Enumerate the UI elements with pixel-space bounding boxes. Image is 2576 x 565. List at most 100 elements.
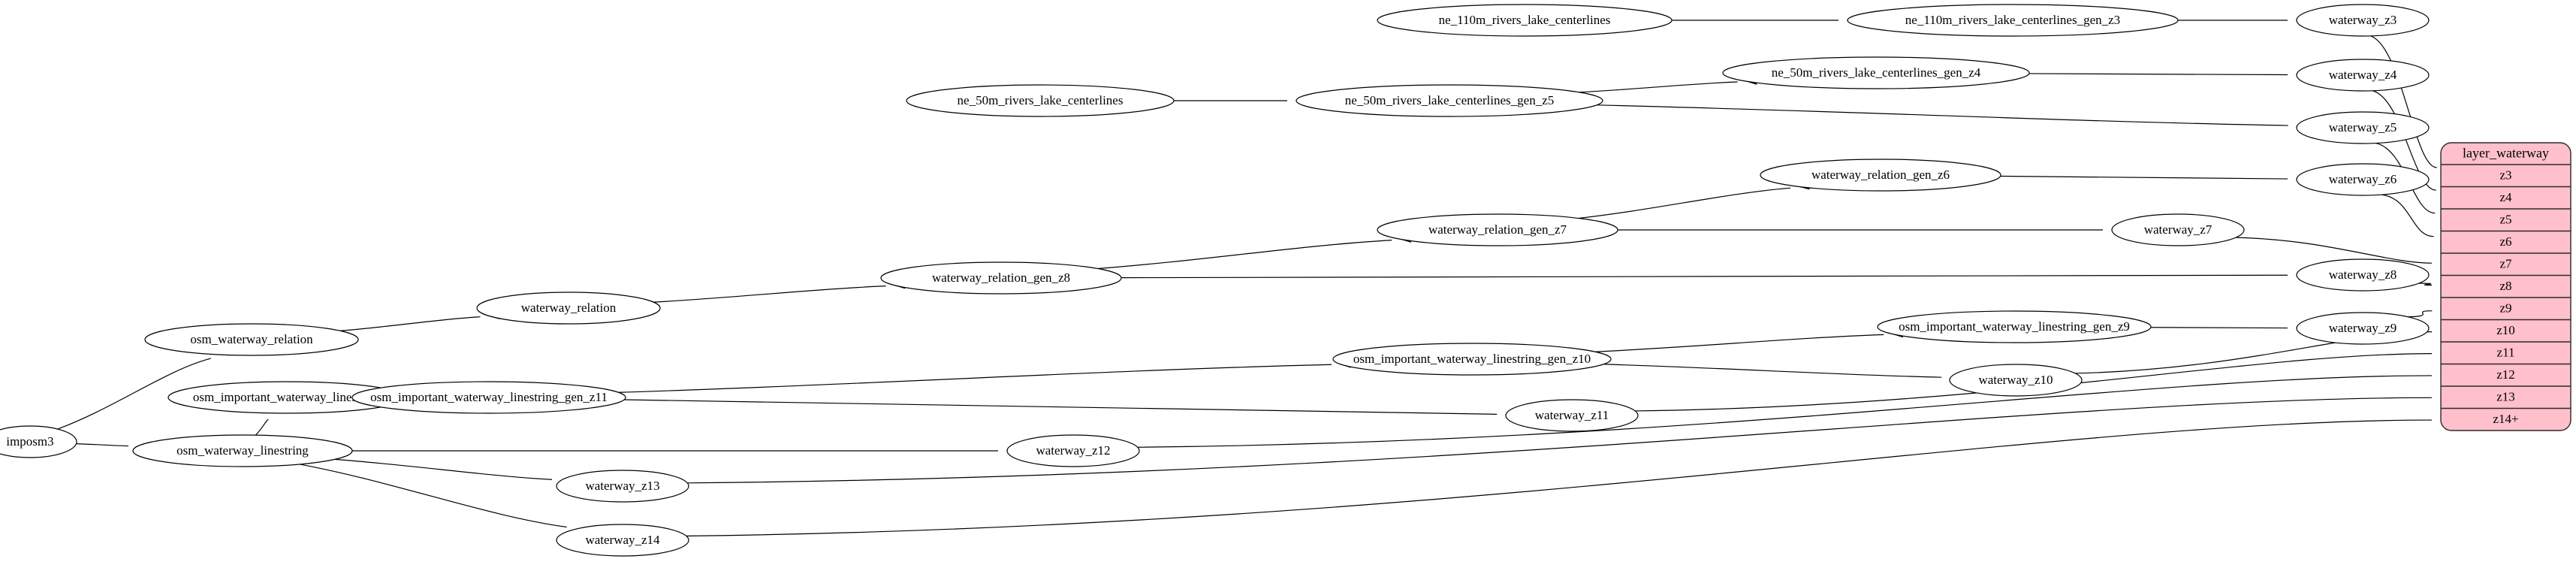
node-label: waterway_z9 [2329, 321, 2397, 335]
edge-waterway_relation_gen_z6-to-waterway_z6 [2000, 175, 2307, 183]
edge-line [300, 464, 567, 528]
node-imposm3[interactable]: imposm3 [0, 425, 77, 458]
node-ne_110m_rivers_lake_centerlines[interactable]: ne_110m_rivers_lake_centerlines [1377, 4, 1673, 37]
table-row-z12[interactable]: z12 [2496, 367, 2515, 382]
edge-waterway_relation-to-waterway_relation_gen_z8 [653, 281, 906, 303]
node-shape [880, 261, 1122, 295]
node-label: ne_110m_rivers_lake_centerlines [1439, 13, 1611, 27]
node-shape [144, 323, 359, 356]
edge-line [1579, 187, 1791, 219]
node-ne_50m_rivers_lake_centerlines_gen_z5[interactable]: ne_50m_rivers_lake_centerlines_gen_z5 [1296, 84, 1603, 117]
layer-waterway-table: layer_waterway z3 z4 z5 z6 z7 z8 z9 z10 z11 z12 z13… [2440, 142, 2571, 431]
table-row-z4[interactable]: z4 [2499, 190, 2512, 204]
node-waterway_z4[interactable]: waterway_z4 [2296, 59, 2430, 92]
table-row-z8[interactable]: z8 [2499, 279, 2511, 293]
node-osm_waterway_linestring[interactable]: osm_waterway_linestring [132, 434, 353, 467]
node-label: osm_important_waterway_linestring_gen_z9 [1899, 319, 2130, 334]
edge-waterway_z3-to-layer_waterway-z3 [2370, 35, 2452, 183]
node-waterway_z9[interactable]: waterway_z9 [2296, 312, 2430, 345]
node-waterway_z11[interactable]: waterway_z11 [1505, 399, 1639, 432]
node-osm_important_waterway_linestring_gen_z9[interactable]: osm_important_waterway_linestring_gen_z9 [1877, 310, 2152, 343]
node-shape [0, 425, 77, 458]
edge-line [624, 399, 1498, 415]
node-waterway_relation_gen_z6[interactable]: waterway_relation_gen_z6 [1760, 159, 2001, 192]
node-shape [2296, 111, 2430, 144]
edge-osm_important_waterway_linestring_gen_z11-to-waterway_z11 [624, 399, 1516, 418]
node-waterway_relation[interactable]: waterway_relation [476, 292, 661, 325]
node-label: waterway_z6 [2329, 172, 2397, 186]
node-ne_50m_rivers_lake_centerlines[interactable]: ne_50m_rivers_lake_centerlines [906, 84, 1175, 117]
edges-layer [57, 16, 2452, 536]
layer-waterway-record[interactable]: layer_waterway z3 z4 z5 z6 z7 z8 z9 z10 z11 z12 z13… [2440, 142, 2571, 431]
node-label: osm_waterway_linestring [176, 443, 309, 458]
edge-line [687, 397, 2433, 484]
node-label: waterway_z4 [2329, 68, 2397, 82]
node-shape [906, 84, 1175, 117]
node-osm_important_waterway_linestring_gen_z10[interactable]: osm_important_waterway_linestring_gen_z1… [1332, 343, 1612, 376]
edge-waterway_relation_gen_z8-to-waterway_z8 [1121, 271, 2307, 279]
node-shape [1006, 434, 1140, 467]
edge-line [255, 419, 269, 436]
node-shape [1377, 4, 1673, 37]
node-label: waterway_relation [521, 301, 617, 315]
table-row-z7[interactable]: z7 [2499, 257, 2512, 271]
node-shape [2296, 4, 2430, 37]
edge-line [686, 419, 2433, 536]
edge-osm_waterway_linestring-to-waterway_z13 [334, 458, 572, 485]
edge-line [1594, 334, 1884, 352]
table-row-z13[interactable]: z13 [2496, 390, 2515, 404]
node-shape [1949, 364, 2083, 397]
node-waterway_relation_gen_z7[interactable]: waterway_relation_gen_z7 [1377, 213, 1618, 246]
node-osm_important_waterway_linestring_gen_z11[interactable]: osm_important_waterway_linestring_gen_z1… [351, 381, 626, 414]
edge-waterway_z14-to-layer_waterway-z14- [686, 415, 2451, 536]
edge-ne_50m_rivers_lake_centerlines_gen_z4-to-waterway_z4 [2029, 71, 2307, 79]
node-label: waterway_z13 [585, 479, 659, 493]
node-osm_important_waterway_linestring[interactable]: osm_important_waterway_linestring [167, 381, 406, 414]
edge-osm_important_waterway_linestring_gen_z9-to-waterway_z9 [2150, 324, 2307, 332]
node-waterway_z13[interactable]: waterway_z13 [556, 470, 689, 503]
node-label: ne_50m_rivers_lake_centerlines_gen_z4 [1772, 65, 1981, 80]
edge-osm_important_waterway_linestring_gen_z10-to-waterway_z10 [1603, 364, 1961, 382]
edge-ne_110m_rivers_lake_centerlines_gen_z3-to-waterway_z3 [2178, 16, 2307, 25]
table-row-z3[interactable]: z3 [2499, 168, 2511, 183]
layer-waterway-title: layer_waterway [2463, 146, 2549, 161]
edge-line [1097, 240, 1392, 270]
table-row-z9[interactable]: z9 [2499, 301, 2511, 316]
node-waterway_z3[interactable]: waterway_z3 [2296, 4, 2430, 37]
node-ne_110m_rivers_lake_centerlines_gen_z3[interactable]: ne_110m_rivers_lake_centerlines_gen_z3 [1847, 4, 2179, 37]
node-waterway_z8[interactable]: waterway_z8 [2296, 258, 2430, 292]
table-row-z14plus[interactable]: z14+ [2493, 412, 2518, 426]
node-waterway_relation_gen_z8[interactable]: waterway_relation_gen_z8 [880, 261, 1122, 295]
node-waterway_z10[interactable]: waterway_z10 [1949, 364, 2083, 397]
node-ne_50m_rivers_lake_centerlines_gen_z4[interactable]: ne_50m_rivers_lake_centerlines_gen_z4 [1722, 56, 2030, 89]
table-row-z10[interactable]: z10 [2496, 323, 2515, 337]
node-shape [1377, 213, 1618, 246]
node-label: waterway_relation_gen_z7 [1428, 222, 1567, 237]
node-label: osm_important_waterway_linestring_gen_z1… [370, 390, 608, 404]
edge-line [2029, 73, 2288, 76]
node-label: waterway_z7 [2144, 222, 2213, 237]
node-osm_waterway_relation[interactable]: osm_waterway_relation [144, 323, 359, 356]
table-row-z6[interactable]: z6 [2499, 234, 2511, 249]
node-shape [2111, 213, 2245, 246]
node-waterway_z14[interactable]: waterway_z14 [556, 524, 689, 557]
node-shape [2296, 312, 2430, 345]
edge-line [57, 358, 211, 430]
edge-line [339, 316, 481, 331]
node-waterway_z5[interactable]: waterway_z5 [2296, 111, 2430, 144]
node-shape [2296, 59, 2430, 92]
edge-waterway_relation_gen_z7-to-waterway_relation_gen_z6 [1579, 182, 1810, 219]
node-waterway_z6[interactable]: waterway_z6 [2296, 163, 2430, 196]
node-waterway_z12[interactable]: waterway_z12 [1006, 434, 1140, 467]
table-row-z5[interactable]: z5 [2499, 213, 2511, 227]
node-shape [1332, 343, 1612, 376]
node-waterway_z7[interactable]: waterway_z7 [2111, 213, 2245, 246]
table-row-z11[interactable]: z11 [2497, 346, 2515, 360]
edge-line [1579, 81, 1738, 93]
node-label: ne_50m_rivers_lake_centerlines_gen_z5 [1345, 93, 1555, 107]
layer-waterway-outer-frame [2440, 142, 2571, 431]
edge-line [1597, 104, 2288, 126]
node-shape [351, 381, 626, 414]
nodes-layer: imposm3 osm_waterway_relation osm_waterway… [0, 4, 2430, 557]
